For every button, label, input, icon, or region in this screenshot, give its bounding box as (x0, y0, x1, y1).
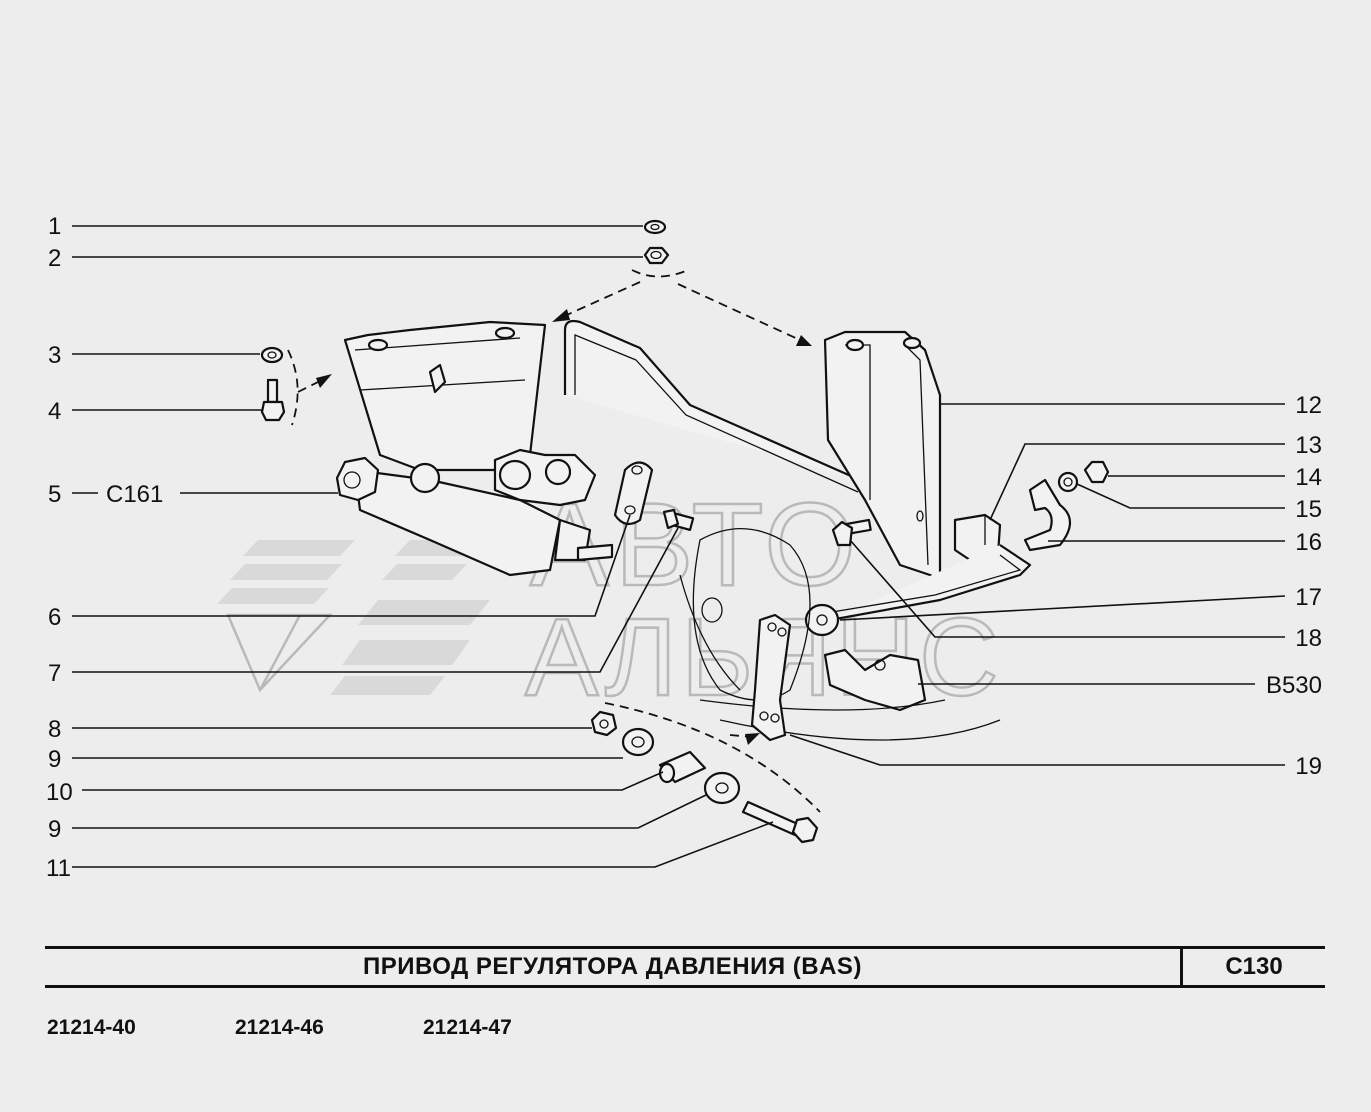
callout-labels: 1 2 3 4 5 C161 6 7 8 9 10 9 11 12 13 14 … (46, 213, 1322, 882)
title-block: ПРИВОД РЕГУЛЯТОРА ДАВЛЕНИЯ (BAS) C130 (45, 946, 1325, 988)
callout-9b: 9 (48, 816, 61, 843)
pressure-rod (563, 319, 861, 493)
callout-18: 18 (1295, 625, 1322, 652)
sleeve-part-10 (658, 750, 707, 784)
callout-7: 7 (48, 660, 61, 687)
callout-2: 2 (48, 245, 61, 272)
bolt-part-18 (831, 518, 872, 547)
leader-lines (72, 225, 1286, 868)
callout-1: 1 (48, 213, 61, 240)
callout-17: 17 (1295, 584, 1322, 611)
callout-16: 16 (1295, 529, 1322, 556)
callout-19: 19 (1295, 753, 1322, 780)
watermark-logo (217, 540, 490, 695)
washer-part-3 (260, 346, 284, 364)
callout-13: 13 (1295, 432, 1322, 459)
washer-part-15 (1057, 471, 1079, 493)
callout-b530: B530 (1266, 672, 1322, 699)
model-code: 21214-40 (47, 1016, 136, 1039)
callout-15: 15 (1295, 496, 1322, 523)
callout-10: 10 (46, 779, 73, 806)
brake-drum-outline (679, 527, 811, 701)
bolt-part-4 (260, 378, 286, 422)
callout-5: 5 (48, 481, 61, 508)
nut-part-2 (643, 246, 670, 265)
washer-part-1 (643, 219, 667, 235)
assembly-arrows (287, 269, 821, 813)
callout-14: 14 (1295, 464, 1322, 491)
bushing-part-9a (621, 727, 655, 757)
nut-part-8 (590, 710, 618, 737)
bolt-part-11 (741, 800, 819, 844)
bolt-part-7 (662, 508, 695, 532)
link-plate-part-6 (613, 461, 654, 526)
model-code: 21214-46 (235, 1016, 324, 1039)
callout-3: 3 (48, 342, 61, 369)
diagram-code: C130 (1225, 953, 1283, 980)
callout-4: 4 (48, 398, 61, 425)
axle-bracket-b530 (699, 648, 1001, 741)
callout-5-ref: C161 (106, 481, 163, 508)
tie-rod (829, 544, 1032, 622)
callout-6: 6 (48, 604, 61, 631)
pressure-regulator-part-5 (335, 448, 614, 577)
clamp-part-16 (1023, 478, 1072, 552)
callout-11: 11 (46, 855, 71, 882)
title-divider (1180, 949, 1183, 985)
model-code: 21214-47 (423, 1016, 512, 1039)
bushing-part-9b (703, 771, 741, 805)
left-bracket (343, 320, 547, 472)
callout-12: 12 (1295, 392, 1322, 419)
bushing-part-17 (804, 603, 840, 637)
nut-part-14 (1083, 460, 1110, 484)
callout-8: 8 (48, 716, 61, 743)
diagram-title: ПРИВОД РЕГУЛЯТОРА ДАВЛЕНИЯ (BAS) (363, 953, 862, 980)
link-part-19 (750, 613, 792, 742)
callout-9a: 9 (48, 746, 61, 773)
right-bracket-part-12 (823, 330, 942, 582)
